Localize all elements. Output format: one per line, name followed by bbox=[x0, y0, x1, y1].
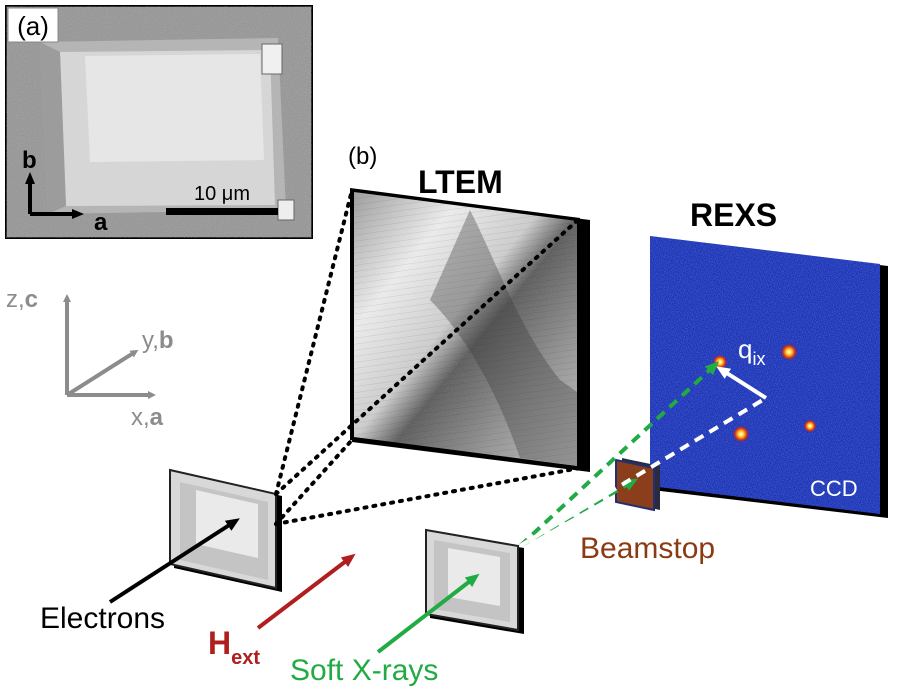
panel-a-label: (a) bbox=[17, 11, 49, 41]
q-vector-label: qix bbox=[738, 334, 765, 369]
hext-arrow bbox=[256, 553, 356, 630]
hext-label: Hext bbox=[208, 625, 260, 669]
sem-panel bbox=[5, 5, 313, 239]
crystal-axis-a-label: a bbox=[94, 209, 108, 236]
ltem-image bbox=[350, 188, 590, 472]
rexs-ccd: qix CCD bbox=[650, 236, 888, 518]
sample-ltem bbox=[169, 468, 282, 592]
bragg-peak bbox=[803, 419, 817, 433]
panel-a-label-box: (a) bbox=[7, 7, 59, 43]
direct-beam bbox=[518, 396, 768, 548]
electrons-arrow bbox=[108, 518, 240, 604]
xray-label: Soft X-rays bbox=[290, 654, 438, 687]
beamstop-label: Beamstop bbox=[580, 532, 715, 565]
q-vector-arrow bbox=[716, 366, 768, 400]
rexs-title: REXS bbox=[690, 197, 777, 233]
electrons-label: Electrons bbox=[40, 602, 165, 635]
axis-x-label: x,a bbox=[131, 404, 164, 431]
ltem-title: LTEM bbox=[418, 164, 503, 200]
scale-bar: 10 μm bbox=[166, 183, 278, 215]
lab-axes: z,c y,b x,a bbox=[6, 286, 174, 431]
sample-rexs bbox=[425, 528, 524, 634]
crystal-axis-b-label: b bbox=[22, 147, 37, 174]
axis-z-label: z,c bbox=[6, 286, 38, 313]
scale-bar-label: 10 μm bbox=[194, 183, 250, 205]
axis-y-label: y,b bbox=[142, 327, 174, 354]
projection-lines bbox=[274, 188, 582, 526]
xray-arrow bbox=[376, 573, 480, 654]
ccd-label: CCD bbox=[810, 476, 858, 501]
crystal-axes: b a bbox=[22, 147, 108, 236]
bragg-peak bbox=[780, 343, 798, 361]
bragg-peak bbox=[732, 425, 750, 443]
panel-b-label: (b) bbox=[348, 143, 377, 170]
